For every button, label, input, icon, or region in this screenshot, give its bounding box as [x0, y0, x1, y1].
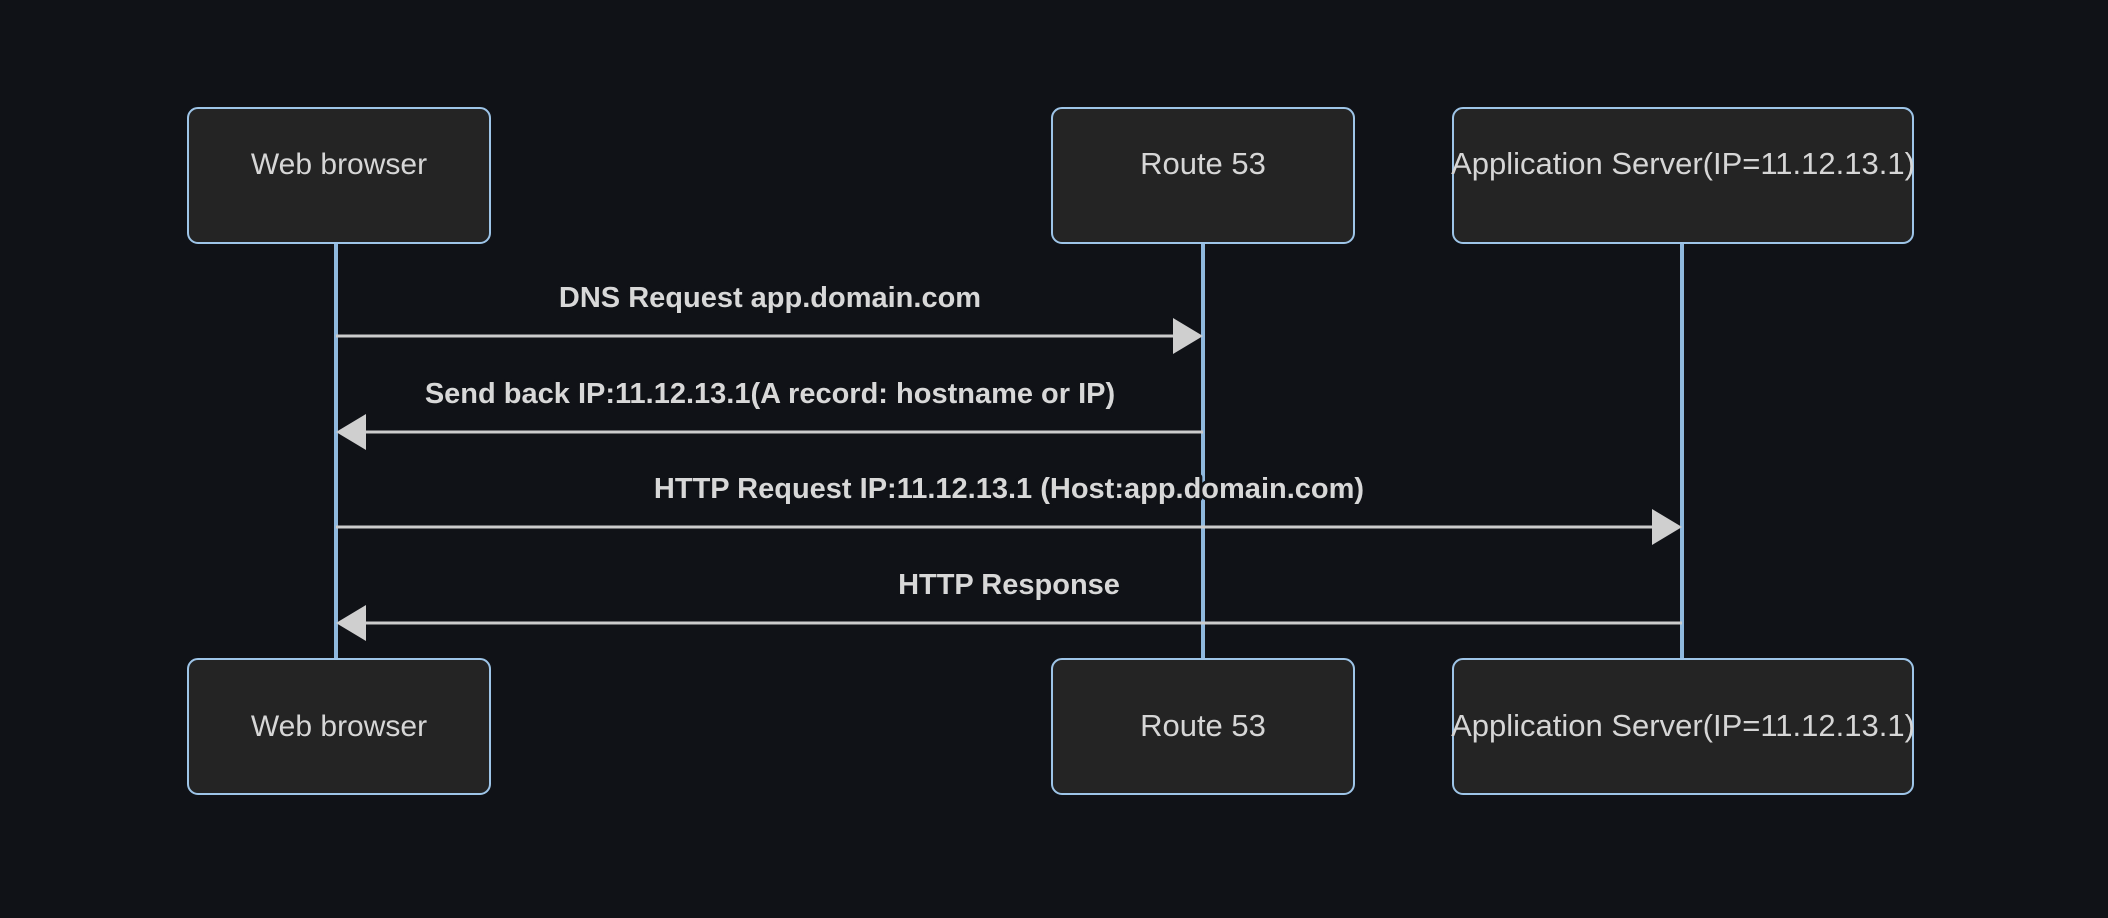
message-1-arrowhead: [1173, 318, 1203, 354]
actor-boxes-bottom: Web browser Route 53 Application Server(…: [187, 658, 1915, 795]
actor-bottom-browser-label: Web browser: [251, 710, 427, 743]
actor-bottom-appserver-label: Application Server(IP=11.12.13.1): [1451, 708, 1915, 743]
message-3[interactable]: HTTP Request IP:11.12.13.1 (Host:app.dom…: [336, 470, 1682, 545]
actor-top-appserver-label: Application Server(IP=11.12.13.1): [1451, 146, 1915, 181]
message-1[interactable]: DNS Request app.domain.com: [336, 279, 1203, 354]
actor-top-appserver-box: [1452, 107, 1914, 244]
message-3-arrowhead: [1652, 509, 1682, 545]
actor-bottom-route53-label: Route 53: [1140, 708, 1266, 743]
actor-boxes-top: Web browser Route 53 Application Server(…: [187, 107, 1915, 244]
actor-top-browser[interactable]: Web browser: [187, 107, 491, 244]
message-4[interactable]: HTTP Response: [336, 566, 1682, 641]
actor-top-route53[interactable]: Route 53: [1051, 107, 1355, 244]
actor-bottom-browser-box: [187, 658, 491, 795]
actor-top-browser-label: Web browser: [251, 148, 427, 181]
message-2[interactable]: Send back IP:11.12.13.1(A record: hostna…: [336, 375, 1203, 450]
lifelines-group: [334, 243, 1684, 659]
actor-bottom-route53[interactable]: Route 53: [1051, 658, 1355, 795]
message-2-label: Send back IP:11.12.13.1(A record: hostna…: [425, 378, 1115, 410]
message-4-label: HTTP Response: [898, 569, 1120, 601]
message-1-label: DNS Request app.domain.com: [559, 282, 981, 314]
message-2-arrowhead: [336, 414, 366, 450]
actor-top-appserver[interactable]: Application Server(IP=11.12.13.1): [1451, 107, 1915, 244]
message-3-label: HTTP Request IP:11.12.13.1 (Host:app.dom…: [654, 473, 1364, 505]
actor-top-route53-box: [1051, 107, 1355, 244]
message-4-arrowhead: [336, 605, 366, 641]
messages-group: DNS Request app.domain.com Send back IP:…: [336, 279, 1682, 641]
actor-bottom-browser[interactable]: Web browser: [187, 658, 491, 795]
actor-bottom-appserver-box: [1452, 658, 1914, 795]
actor-top-browser-box: [187, 107, 491, 244]
actor-top-route53-label: Route 53: [1140, 146, 1266, 181]
actor-bottom-appserver[interactable]: Application Server(IP=11.12.13.1): [1451, 658, 1915, 795]
actor-bottom-route53-box: [1051, 658, 1355, 795]
